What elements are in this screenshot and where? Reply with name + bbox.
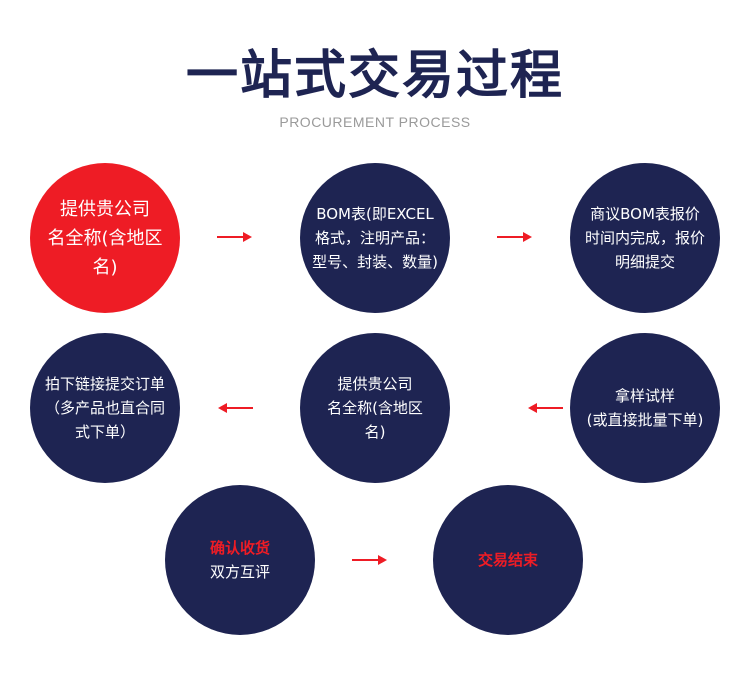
step-5-circle: 提供贵公司 名全称(含地区 名)	[300, 333, 450, 483]
step-3-line-2: 时间内完成，报价	[584, 229, 705, 247]
step-6-line-2: （多产品也直合同	[44, 399, 165, 417]
step-8-circle: 交易结束	[433, 485, 583, 635]
step-1-circle: 提供贵公司 名全称(含地区 名)	[30, 163, 180, 313]
step-1-line-3: 名)	[92, 256, 118, 278]
step-3-line-1: 商议BOM表报价	[590, 205, 700, 223]
step-2-line-1: BOM表(即EXCEL	[316, 205, 434, 223]
step-4-circle: 拿样试样 (或直接批量下单)	[570, 333, 720, 483]
step-1-line-1: 提供贵公司	[60, 198, 150, 220]
step-4-line-1: 拿样试样	[614, 387, 675, 405]
arrow-right-icon	[497, 232, 532, 242]
step-6-line-3: 式下单）	[74, 423, 135, 441]
arrow-left-icon	[528, 403, 563, 413]
page-subtitle: PROCUREMENT PROCESS	[279, 114, 471, 130]
step-2-line-2: 格式，注明产品：	[314, 229, 435, 247]
step-5-line-3: 名)	[364, 423, 386, 441]
step-7-line-1: 确认收货	[209, 539, 270, 557]
arrow-right-icon	[217, 232, 252, 242]
page-title: 一站式交易过程	[185, 46, 564, 106]
step-3-line-3: 明细提交	[614, 253, 675, 271]
step-3-circle: 商议BOM表报价 时间内完成，报价 明细提交	[570, 163, 720, 313]
step-4-line-2: (或直接批量下单)	[586, 411, 704, 429]
step-5-line-2: 名全称(含地区	[327, 399, 423, 417]
step-7-line-2: 双方互评	[209, 563, 270, 581]
step-6-line-1: 拍下链接提交订单	[44, 375, 165, 393]
arrow-right-icon	[352, 555, 387, 565]
step-2-circle: BOM表(即EXCEL 格式，注明产品： 型号、封装、数量)	[300, 163, 450, 313]
step-6-circle: 拍下链接提交订单 （多产品也直合同 式下单）	[30, 333, 180, 483]
arrow-left-icon	[218, 403, 253, 413]
step-1-line-2: 名全称(含地区	[47, 227, 163, 249]
step-7-circle: 确认收货 双方互评	[165, 485, 315, 635]
step-5-line-1: 提供贵公司	[337, 375, 413, 393]
step-2-line-3: 型号、封装、数量)	[312, 253, 438, 271]
step-8-line-1: 交易结束	[477, 551, 538, 569]
